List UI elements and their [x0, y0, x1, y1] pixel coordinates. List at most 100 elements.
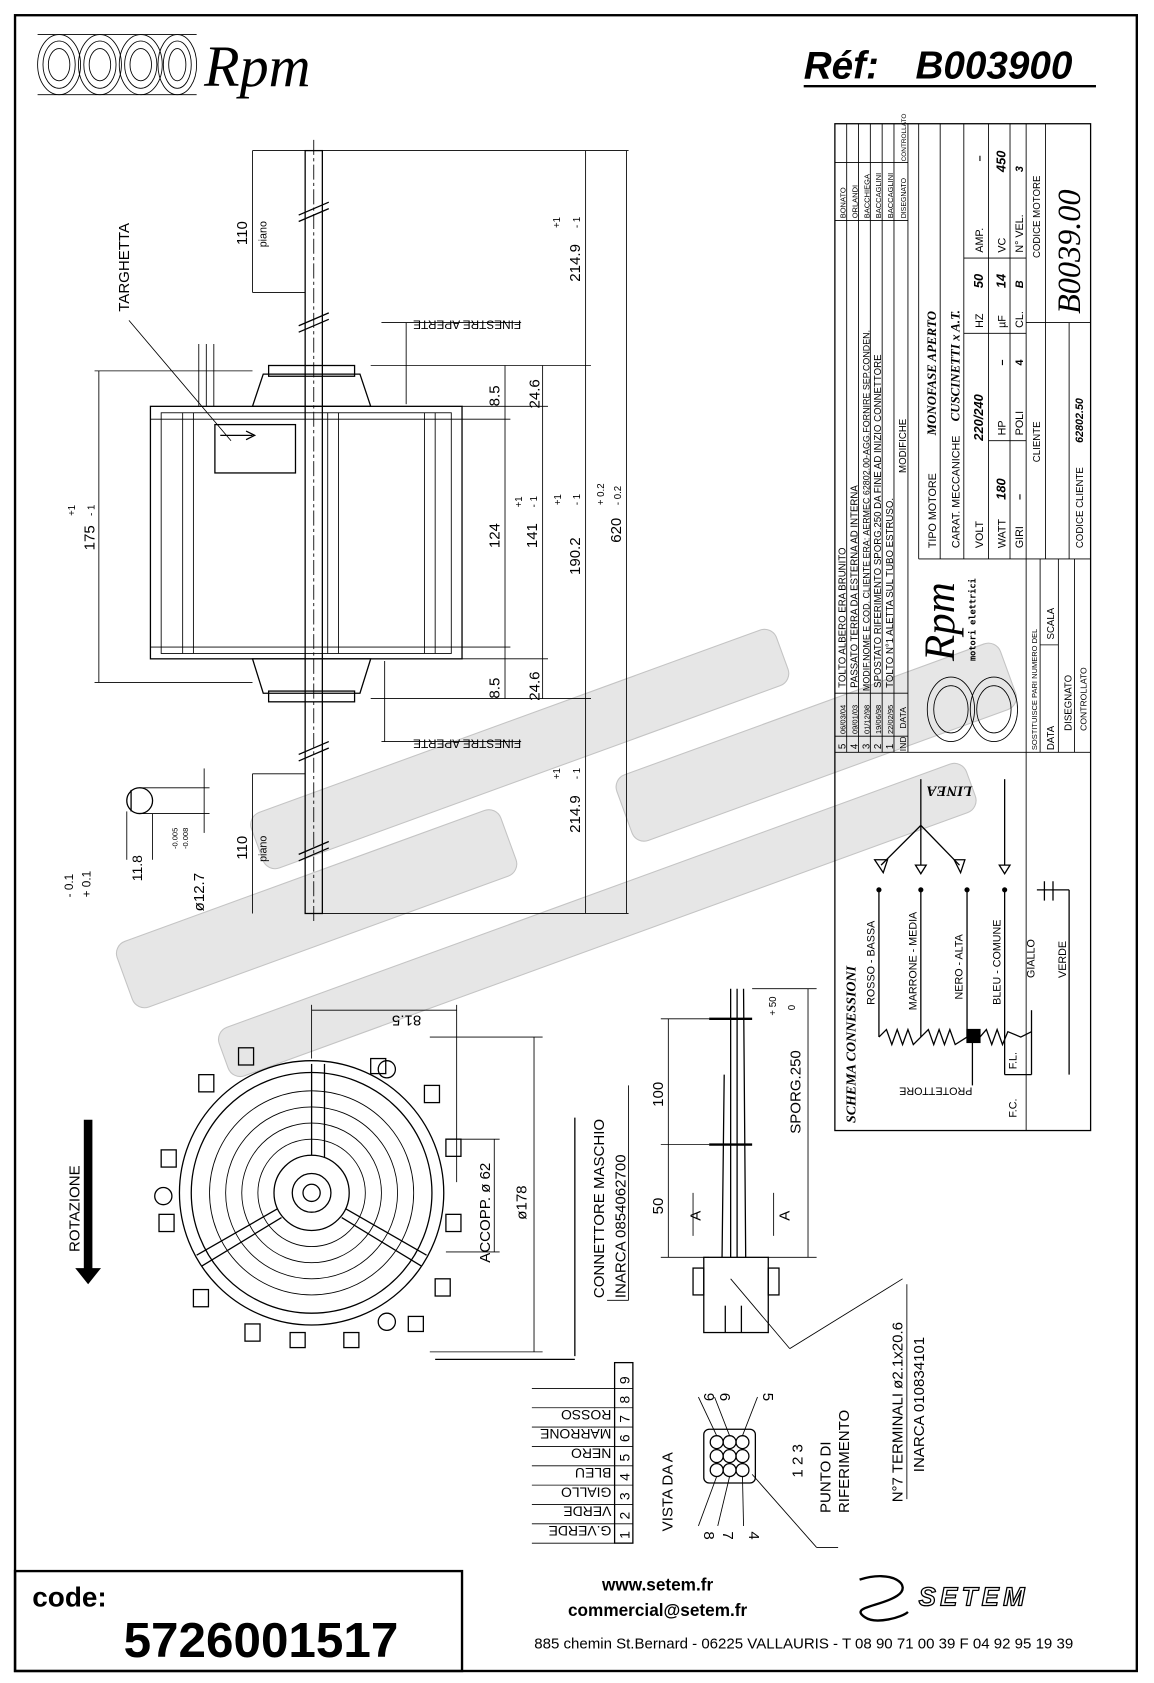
- label-drawing-dim-214-9: 214.9: [567, 795, 584, 833]
- brand-name: Rpm: [203, 34, 310, 99]
- label-drawing-tol-02-minus: - 0.2: [613, 486, 624, 505]
- label-drawing-tol-pm1-minus: - 1: [572, 494, 583, 505]
- label-title-block-mod-header-disegnato: DISEGNATO: [901, 177, 908, 218]
- label-drawing-sporg: SPORG.250: [787, 1050, 804, 1134]
- label-wire-table-7-n: 8: [617, 1395, 633, 1403]
- label-schema-title: SCHEMA CONNESSIONI: [844, 965, 859, 1123]
- label-title-block-specs-hp: –: [997, 360, 1009, 366]
- label-drawing-section-a: A: [777, 1211, 794, 1221]
- rotation-arrow-icon: [75, 1119, 102, 1285]
- footer: code: 5726001517 www.setem.fr commercial…: [13, 1569, 1073, 1673]
- label-title-block-modifications-1-date: 09/01/03: [850, 705, 859, 734]
- label-title-block-modifications-3-date: 19/06/98: [874, 705, 883, 734]
- label-wire-table-2-color: GIALLO: [561, 1484, 612, 1500]
- label-title-block-modifications-0-signed: BONATO: [839, 187, 848, 218]
- label-drawing-finestre-aperte: FINESTRE APERTE: [413, 317, 521, 331]
- motor-front-view: 81.5 ø178 ACCOPP. ø 62 ROTAZIONE: [67, 1004, 543, 1353]
- label-title-block-mod-header-data: DATA: [898, 707, 908, 729]
- label-title-block-modifications-2-date: 01/12/98: [862, 705, 871, 734]
- label-wire-table-5-color: MARRONE: [540, 1426, 611, 1442]
- label-drawing-dim-124: 124: [487, 523, 504, 548]
- label-drawing-dia-178: ø178: [513, 1185, 530, 1219]
- label-drawing-vista: VISTA DA A: [660, 1452, 677, 1531]
- label-title-block-modifications-2-ind: 3: [861, 744, 872, 749]
- label-title-block-specs-amp: –: [974, 155, 986, 161]
- label-title-block-specs-amp-label: AMP.: [974, 228, 986, 253]
- label-title-block-specs-watt: 180: [994, 477, 1009, 499]
- label-schema-fc: F.C.: [1007, 1099, 1019, 1118]
- label-title-block-modifications-1-ind: 4: [849, 743, 860, 749]
- label-title-block-specs-cl-label: CL.: [1014, 311, 1026, 328]
- label-drawing-tol-pm1-plus: +1: [67, 505, 78, 516]
- label-wire-table-6-n: 7: [617, 1415, 633, 1423]
- label-title-block-modifications-1-signed: ORLANDI: [850, 185, 859, 218]
- label-title-block-tipo-motore-label: TIPO MOTORE: [927, 473, 939, 548]
- label-title-block-specs-uf: 14: [994, 274, 1009, 288]
- label-drawing-dim-190-2: 190.2: [567, 537, 584, 575]
- label-title-block-specs-vc-label: VC: [997, 238, 1009, 253]
- label-wire-table-2-n: 3: [617, 1492, 633, 1500]
- label-wire-table-6-color: ROSSO: [561, 1407, 612, 1423]
- label-drawing-dim-110: 110: [234, 221, 251, 245]
- ref-label: Réf:: [804, 45, 879, 88]
- label-drawing-pins-bottom-2: 4: [745, 1531, 762, 1539]
- label-drawing-pins-side: 1 2 3: [790, 1444, 807, 1477]
- label-title-block-specs-volt-label: VOLT: [974, 520, 986, 548]
- label-title-block-modifications-4-ind: 1: [885, 744, 896, 749]
- label-schema-protettore: PROTETTORE: [899, 1085, 972, 1097]
- label-title-block-codice-cliente-label: CODICE CLIENTE: [1075, 467, 1086, 549]
- label-title-block-logo-brand: Rpm: [917, 582, 964, 662]
- label-schema-fl: F.L.: [1007, 1052, 1019, 1069]
- label-wire-table-4-color: NERO: [571, 1446, 611, 1462]
- label-drawing-accopp: ACCOPP. ø 62: [477, 1163, 494, 1263]
- label-drawing-tol-pm1-minus: - 1: [572, 768, 583, 779]
- reference: Réf: B003900: [804, 45, 1096, 88]
- label-drawing-piano: piano: [257, 221, 269, 247]
- label-drawing-sporg-tol-minus: 0: [787, 1005, 798, 1010]
- label-title-block-modifications-4-date: 22/02/95: [886, 705, 895, 734]
- label-drawing-dim-8-5: 8.5: [487, 385, 504, 406]
- label-title-block-modifications-4-desc: TOLTO N°1 ALETTA SUL TUBO ESTRUSO.: [885, 498, 896, 688]
- rpm-logo: Rpm: [37, 34, 310, 99]
- label-drawing-connettore-code: INARCA 0854062700: [612, 1154, 629, 1298]
- cooling-fins: [158, 1047, 462, 1349]
- label-wire-table-8-n: 9: [617, 1376, 633, 1384]
- label-drawing-tol-pm1-plus: +1: [514, 496, 525, 507]
- label-title-block-modifications-2-desc: MODIF.NOME E COD. CLIENTE ERA: AERMEC 62…: [861, 330, 871, 691]
- label-title-block-modifications-1-desc: PASSATO TERRA DA ESTERNA AD INTERNA: [849, 485, 860, 688]
- label-drawing-pins-top-1: 6: [716, 1393, 733, 1401]
- label-title-block-carat-label: CARAT. MECCANICHE: [951, 436, 963, 549]
- label-title-block-sostituisce-label: SOSTITUISCE PARI NUMERO DEL: [1030, 629, 1039, 750]
- label-wire-table-3-color: BLEU: [575, 1465, 611, 1481]
- label-drawing-shaft-tol-b: -0.008: [181, 828, 190, 849]
- label-wire-table-0-n: 1: [617, 1531, 633, 1539]
- label-drawing-dim-81-5: 81.5: [392, 1012, 421, 1029]
- email-link: commercial@setem.fr: [568, 1600, 747, 1620]
- label-drawing-finestre-aperte: FINESTRE APERTE: [413, 736, 521, 750]
- label-title-block-specs-vc: 450: [994, 150, 1009, 173]
- label-schema-wires-0: ROSSO - BASSA: [866, 920, 878, 1005]
- wire-color-table: 1 2 3 4 5 6 7 8 9 G.VERDE VERDE GIALLO B…: [435, 1117, 634, 1544]
- label-title-block-mod-header-modifiche: MODIFICHE: [898, 418, 909, 473]
- label-title-block-modifications-2-signed: BACCHIEGA: [862, 174, 871, 218]
- label-schema-wires-1: MARRONE - MEDIA: [908, 911, 920, 1010]
- label-drawing-flat-dim: 11.8: [129, 855, 145, 881]
- label-drawing-punto-2: RIFERIMENTO: [836, 1410, 853, 1513]
- address: 885 chemin St.Bernard - 06225 VALLAURIS …: [534, 1635, 1073, 1652]
- label-title-block-logo-tagline: motori elettrici: [968, 578, 979, 661]
- label-drawing-tol-pm1-minus: - 1: [87, 505, 98, 516]
- shaft-section-detail: ø12.7 -0.005 -0.008 11.8 - 0.1 + 0.1: [62, 768, 210, 911]
- label-title-block-specs-cl: B: [1014, 280, 1026, 288]
- label-drawing-dim-8-5: 8.5: [487, 678, 504, 699]
- website-link: www.setem.fr: [601, 1574, 713, 1594]
- label-title-block-codice-motore-label: CODICE MOTORE: [1032, 175, 1043, 258]
- label-title-block-modifications-4-signed: BACCAGLINI: [886, 173, 895, 219]
- label-title-block-modifications-0-desc: TOLTO ALBERO ERA BRUNITO: [838, 547, 849, 688]
- codice-motore: B0039.00: [1051, 190, 1087, 314]
- label-drawing-dim-175: 175: [82, 525, 99, 550]
- label-title-block-controllato-label: CONTROLLATO: [1078, 667, 1088, 731]
- label-wire-table-0-color: G.VERDE: [549, 1523, 612, 1539]
- label-drawing-tol-02-plus: + 0.2: [596, 483, 607, 505]
- label-title-block-modifications-3-desc: SPOSTATO RIFERIMENTO SPORG.250 DA FINE A…: [873, 354, 884, 688]
